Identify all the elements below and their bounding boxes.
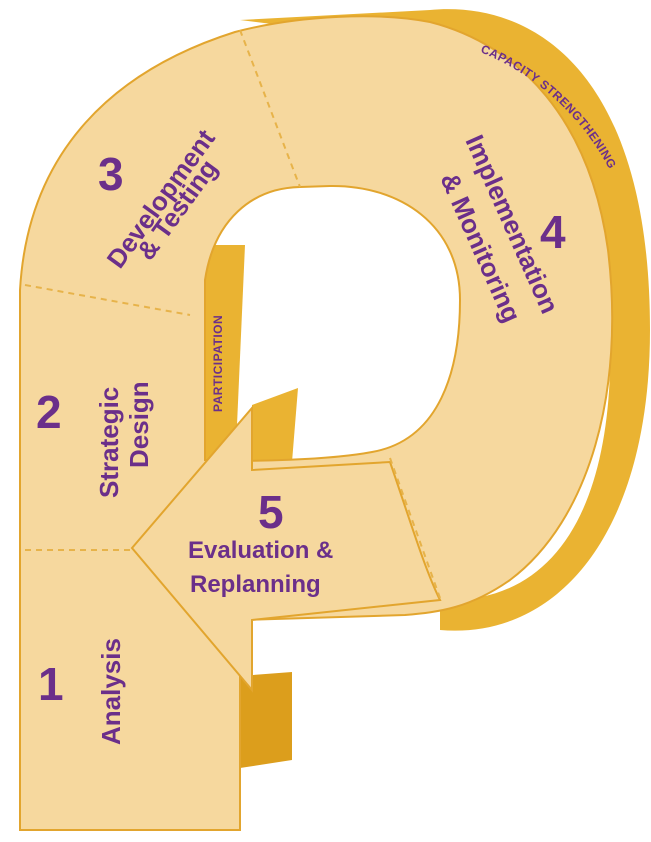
stage-2-label-line2: Design	[124, 381, 154, 468]
stage-5-label-line1: Evaluation &	[188, 537, 333, 564]
stage-5-label-line2: Replanning	[190, 571, 321, 598]
stage-1-number: 1	[38, 658, 64, 710]
participation-label: PARTICIPATION	[211, 315, 225, 412]
stage-4-number: 4	[540, 206, 566, 258]
stem-bottom-side	[240, 672, 292, 768]
stage-2-label-line1: Strategic	[94, 387, 124, 498]
arrow-tail-side	[252, 388, 298, 470]
stage-2-number: 2	[36, 386, 62, 438]
stage5-arrow-face	[130, 405, 442, 693]
stage-5: 5 Evaluation & Replanning	[188, 486, 333, 598]
stage-5-number: 5	[258, 486, 284, 538]
stage-dividers	[24, 29, 441, 599]
stage-1-label: Analysis	[96, 638, 126, 745]
stage-1: 1 Analysis	[38, 638, 126, 745]
p-shape-face	[19, 15, 614, 831]
stage-2: 2 Strategic Design	[36, 381, 154, 498]
stage-3-number: 3	[98, 148, 124, 200]
